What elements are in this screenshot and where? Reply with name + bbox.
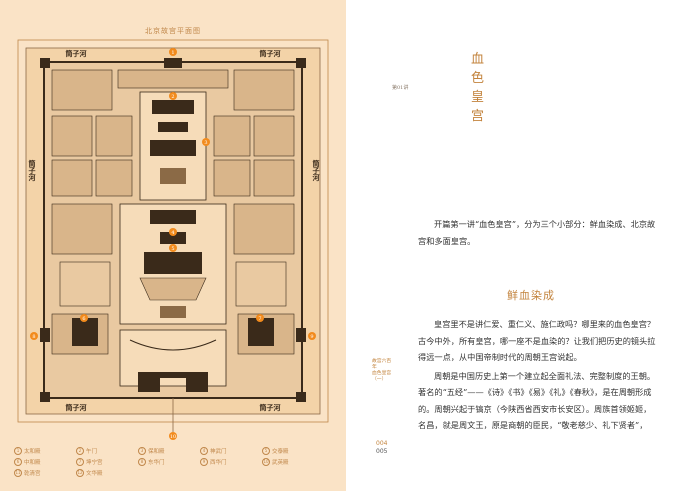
right-page-text [346,0,692,491]
title-char: 色 [470,71,485,86]
title-char: 宫 [470,109,485,124]
taihe-terrace [139,277,207,301]
running-header-book: 故宫六百年 [372,359,392,370]
river-label-e: 筒子河 [312,159,320,182]
meridian-gate [138,372,208,392]
golden-water-river [129,339,217,351]
corner-tower [40,58,50,68]
title-char: 血 [470,52,485,67]
section-heading: 鲜血染成 [507,289,555,302]
gate-taihe [160,306,186,318]
page-number-left: 004 [376,440,388,447]
river-label-sw: 筒子河 [66,403,87,412]
marker-text: 3 [204,140,207,146]
running-header: 故宫六百年 血色皇宫（一） [372,359,394,383]
intro-paragraph: 开篇第一讲“血色皇宫”，分为三个小部分：鲜血染成、北京故宫和多面皇宫。 [418,219,656,246]
river-label-w: 筒子河 [28,159,36,182]
left-page-map: 北京故宫平面图 [0,0,346,491]
marker-text: 1 [171,50,174,56]
hall-wenhua [248,318,274,346]
gate-qianqing [160,168,186,184]
marker-text: 2 [171,94,174,100]
hall-qianqing [150,140,196,156]
page-numbers: 004 005 [376,440,387,456]
river-label-nw: 筒子河 [66,49,87,58]
map-markers: 1 2 3 4 5 6 7 8 9 10 [30,48,316,440]
hall-jiaotai [158,122,188,132]
lecture-number: 第01讲 [392,85,409,91]
gate-donghua [296,328,306,342]
marker-text: 4 [171,230,174,236]
title-char: 皇 [470,90,485,105]
hall-zhonghe [160,232,186,244]
hall-baohe [150,210,196,224]
gate-shenwu [164,58,182,68]
corner-tower [296,58,306,68]
body-text: 皇宫里不是讲仁爱、重仁义、施仁政吗？哪里来的血色皇宫？古今中外，所有皇宫，哪一座… [418,316,656,436]
forbidden-city-map: 1 2 3 4 5 6 7 8 9 10 筒子河 筒子河 筒子河 筒子河 筒子河… [17,39,329,440]
river-label-se: 筒子河 [260,403,281,412]
gate-xihua [40,328,50,342]
hall-wuying [72,318,98,346]
chapter-title: 血 色 皇 宫 [470,50,486,126]
marker-text: 8 [32,334,35,340]
marker-text: 10 [170,434,176,440]
corner-tower [296,392,306,402]
inner-court-blocks [51,69,295,197]
marker-text: 5 [171,246,174,252]
marker-text: 9 [310,334,313,340]
body-paragraph: 皇宫里不是讲仁爱、重仁义、施仁政吗？哪里来的血色皇宫？古今中外，所有皇宫，哪一座… [418,319,656,362]
running-header-chapter: 血色皇宫（一） [372,371,392,382]
hall-taihe [144,252,202,274]
river-label-ne: 筒子河 [260,49,281,58]
page-number-right: 005 [376,448,388,455]
marker-text: 6 [82,316,85,322]
marker-text: 7 [258,316,261,322]
body-paragraph: 周朝是中国历史上第一个建立起全面礼法、完整制度的王朝。著名的“五经”——《诗》《… [418,370,656,431]
corner-tower [40,392,50,402]
hall-kunning [152,100,194,114]
map-title: 北京故宫平面图 [145,27,201,35]
